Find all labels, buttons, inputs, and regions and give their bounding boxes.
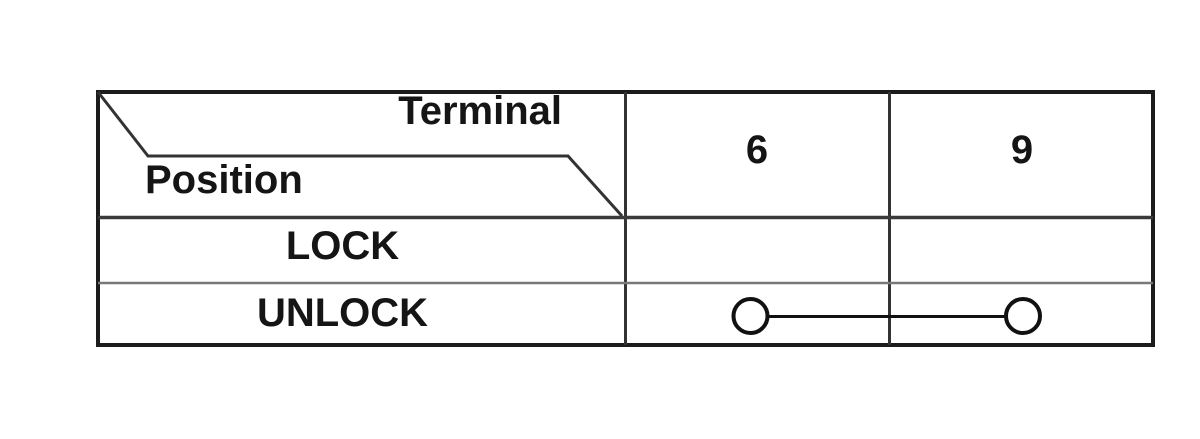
continuity-symbol-unlock bbox=[731, 297, 1042, 335]
row-label-unlock: UNLOCK bbox=[256, 291, 429, 335]
column-header-terminal-9: 9 bbox=[1010, 128, 1034, 172]
continuity-terminal-9-circle bbox=[1004, 297, 1042, 335]
corner-label-terminal: Terminal bbox=[398, 89, 562, 133]
row-label-lock: LOCK bbox=[285, 224, 400, 268]
header-diagonal-divider bbox=[96, 91, 624, 218]
corner-label-position: Position bbox=[145, 158, 303, 202]
continuity-terminal-6-circle bbox=[731, 297, 770, 335]
column-header-terminal-6: 6 bbox=[745, 128, 769, 172]
